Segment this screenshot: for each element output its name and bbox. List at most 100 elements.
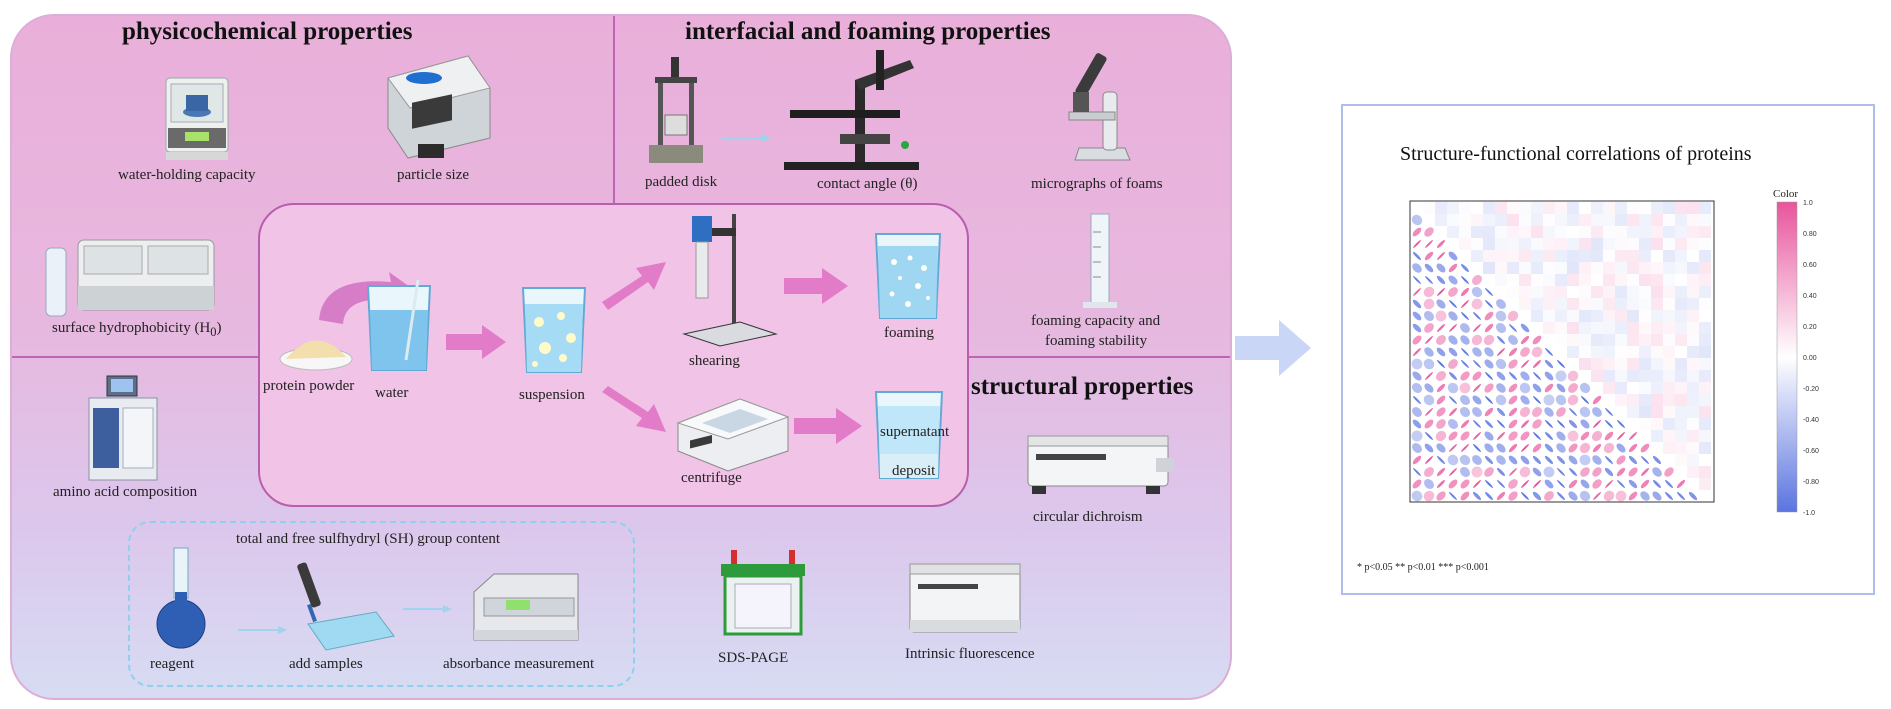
heatmap-cell-upper — [1675, 322, 1687, 334]
heatmap-cell — [1628, 467, 1638, 477]
heatmap-cell — [1424, 479, 1434, 489]
heatmap-cell-upper — [1447, 202, 1459, 214]
heatmap-cell-upper — [1495, 238, 1507, 250]
heatmap-cell-upper — [1495, 262, 1507, 274]
heatmap-cell — [1413, 468, 1421, 476]
heatmap-cell-upper — [1675, 442, 1687, 454]
heatmap-cell — [1461, 360, 1469, 368]
heatmap-cell — [1496, 299, 1506, 309]
heatmap-cell — [1544, 407, 1554, 417]
heatmap-cell-upper — [1663, 262, 1675, 274]
heatmap-cell — [1508, 443, 1518, 453]
legend-tick-label: -0.20 — [1803, 386, 1819, 393]
heatmap-cell-upper — [1531, 226, 1543, 238]
heatmap-cell-upper — [1459, 214, 1471, 226]
heatmap-cell-upper — [1483, 250, 1495, 262]
heatmap-cell — [1532, 455, 1542, 465]
heatmap-cell-upper — [1567, 298, 1579, 310]
heatmap-cell-upper — [1579, 214, 1591, 226]
heatmap-cell — [1531, 346, 1543, 358]
heatmap-cell — [1592, 407, 1602, 417]
process-flow-box — [258, 203, 969, 507]
heatmap-cell-upper — [1507, 286, 1519, 298]
sds-page-icon — [721, 550, 805, 636]
heatmap-cell-upper — [1543, 274, 1555, 286]
contact-angle-goniometer-icon — [784, 50, 919, 170]
heatmap-cell-upper — [1687, 346, 1699, 358]
heatmap-cell — [1519, 406, 1531, 418]
heatmap-cell — [1543, 466, 1555, 478]
heatmap-cell — [1532, 467, 1542, 477]
shearing-device-icon — [682, 214, 778, 347]
heatmap-cell-upper — [1567, 322, 1579, 334]
sh-arrow-2 — [403, 605, 452, 613]
heatmap-cell-upper — [1675, 262, 1687, 274]
heatmap-cell-upper — [1543, 286, 1555, 298]
heatmap-cell — [1424, 323, 1434, 333]
particle-analyzer-icon — [387, 55, 491, 159]
heatmap-cell — [1520, 419, 1530, 429]
heatmap-cell-upper — [1483, 262, 1495, 274]
heatmap-cell — [1473, 444, 1481, 452]
heatmap-cell — [1545, 348, 1553, 356]
heatmap-cell-upper — [1627, 226, 1639, 238]
heatmap-cell-upper — [1627, 274, 1639, 286]
heatmap-cell — [1459, 406, 1471, 418]
heatmap-cell — [1448, 419, 1458, 429]
heatmap-cell — [1460, 479, 1470, 489]
heatmap-cell-upper — [1687, 370, 1699, 382]
heatmap-cell-upper — [1663, 358, 1675, 370]
heatmap-cell-upper — [1639, 274, 1651, 286]
heatmap-cell-upper — [1603, 334, 1615, 346]
heatmap-cell — [1448, 371, 1458, 381]
heatmap-cell-upper — [1675, 250, 1687, 262]
heatmap-cell — [1495, 394, 1507, 406]
heatmap-cell-upper — [1603, 382, 1615, 394]
heatmap-cell — [1460, 431, 1470, 441]
heatmap-cell — [1629, 432, 1637, 440]
heatmap-cell-upper — [1675, 310, 1687, 322]
heatmap-cell-upper — [1495, 250, 1507, 262]
heatmap-cell — [1425, 240, 1433, 248]
heatmap-cell — [1447, 454, 1459, 466]
heatmap-cell — [1520, 335, 1530, 345]
heatmap-cell-upper — [1627, 214, 1639, 226]
heatmap-cell-upper — [1603, 214, 1615, 226]
heatmap-cell — [1568, 443, 1578, 453]
heatmap-cell-upper — [1639, 310, 1651, 322]
heatmap-cell-upper — [1699, 406, 1711, 418]
heatmap-cell-upper — [1615, 382, 1627, 394]
heatmap-cell-upper — [1687, 274, 1699, 286]
heatmap-cell-upper — [1603, 322, 1615, 334]
heatmap-cell-upper — [1519, 286, 1531, 298]
heatmap-cell-upper — [1699, 430, 1711, 442]
heatmap-cell-upper — [1699, 394, 1711, 406]
heatmap-cell — [1640, 443, 1650, 453]
heatmap-cell — [1460, 467, 1470, 477]
heatmap-cell — [1495, 322, 1507, 334]
heatmap-cell-upper — [1651, 226, 1663, 238]
label-shearing: shearing — [689, 353, 740, 369]
heatmap-cell-upper — [1699, 274, 1711, 286]
heatmap-cell — [1436, 299, 1446, 309]
heatmap-cell — [1459, 382, 1471, 394]
heatmap-cell — [1460, 419, 1470, 429]
heatmap-cell — [1436, 347, 1446, 357]
heatmap-cell — [1496, 455, 1506, 465]
heatmap-cell — [1485, 372, 1493, 380]
heatmap-cell — [1593, 492, 1601, 500]
heatmap-cell — [1437, 288, 1445, 296]
heatmap-cell — [1495, 358, 1507, 370]
heatmap-cell — [1557, 492, 1565, 500]
heatmap-cell — [1473, 384, 1481, 392]
heatmap-cell — [1628, 443, 1638, 453]
heatmap-cell — [1437, 456, 1445, 464]
heatmap-cell-upper — [1615, 238, 1627, 250]
heatmap-cell-upper — [1543, 202, 1555, 214]
heatmap-cell — [1423, 286, 1435, 298]
heatmap-cell — [1532, 383, 1542, 393]
heatmap-cell — [1545, 420, 1553, 428]
label-water-holding: water-holding capacity — [118, 167, 256, 183]
heatmap-cell-upper — [1675, 418, 1687, 430]
heatmap-cell-upper — [1567, 250, 1579, 262]
